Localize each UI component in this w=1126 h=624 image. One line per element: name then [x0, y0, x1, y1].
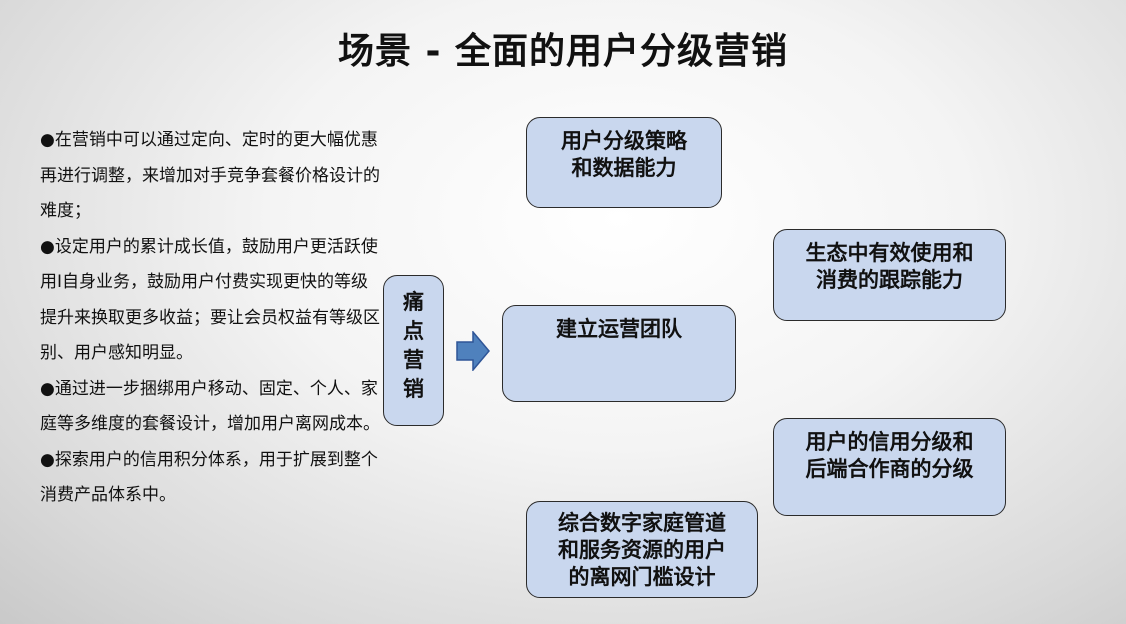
bullet-item-3: ●通过进一步捆绑用户移动、固定、个人、家庭等多维度的套餐设计，增加用户离网成本。 [40, 378, 380, 435]
ecosystem-tracking-box: 生态中有效使用和 消费的跟踪能力 [773, 229, 1006, 321]
digital-home-box: 综合数字家庭管道 和服务资源的用户 的离网门槛设计 [526, 501, 758, 598]
ecosystem-tracking-label: 生态中有效使用和 消费的跟踪能力 [805, 241, 974, 292]
bullet-item-1: ●在营销中可以通过定向、定时的更大幅优惠再进行调整，来增加对手竞争套餐价格设计的… [40, 130, 380, 221]
strategy-data-label: 用户分级策略 和数据能力 [561, 129, 687, 180]
credit-grading-box: 用户的信用分级和 后端合作商的分级 [773, 418, 1006, 516]
pain-point-label: 痛 点 营 销 [403, 290, 424, 401]
digital-home-label: 综合数字家庭管道 和服务资源的用户 的离网门槛设计 [558, 511, 726, 589]
bullet-item-2: ●设定用户的累计成长值，鼓励用户更活跃使用I自身业务，鼓励用户付费实现更快的等级… [40, 236, 380, 364]
operations-team-label: 建立运营团队 [556, 317, 682, 341]
pain-point-marketing-box: 痛 点 营 销 [383, 275, 444, 426]
page-title: 场景 - 全面的用户分级营销 [337, 31, 788, 72]
bullet-item-4: ●探索用户的信用积分体系，用于扩展到整个消费产品体系中。 [40, 449, 378, 506]
right-arrow-icon [456, 331, 490, 371]
credit-grading-label: 用户的信用分级和 后端合作商的分级 [805, 430, 974, 481]
strategy-data-box: 用户分级策略 和数据能力 [526, 117, 722, 208]
operations-team-box: 建立运营团队 [502, 305, 736, 402]
bullet-list: ●在营销中可以通过定向、定时的更大幅优惠再进行调整，来增加对手竞争套餐价格设计的… [40, 123, 380, 514]
